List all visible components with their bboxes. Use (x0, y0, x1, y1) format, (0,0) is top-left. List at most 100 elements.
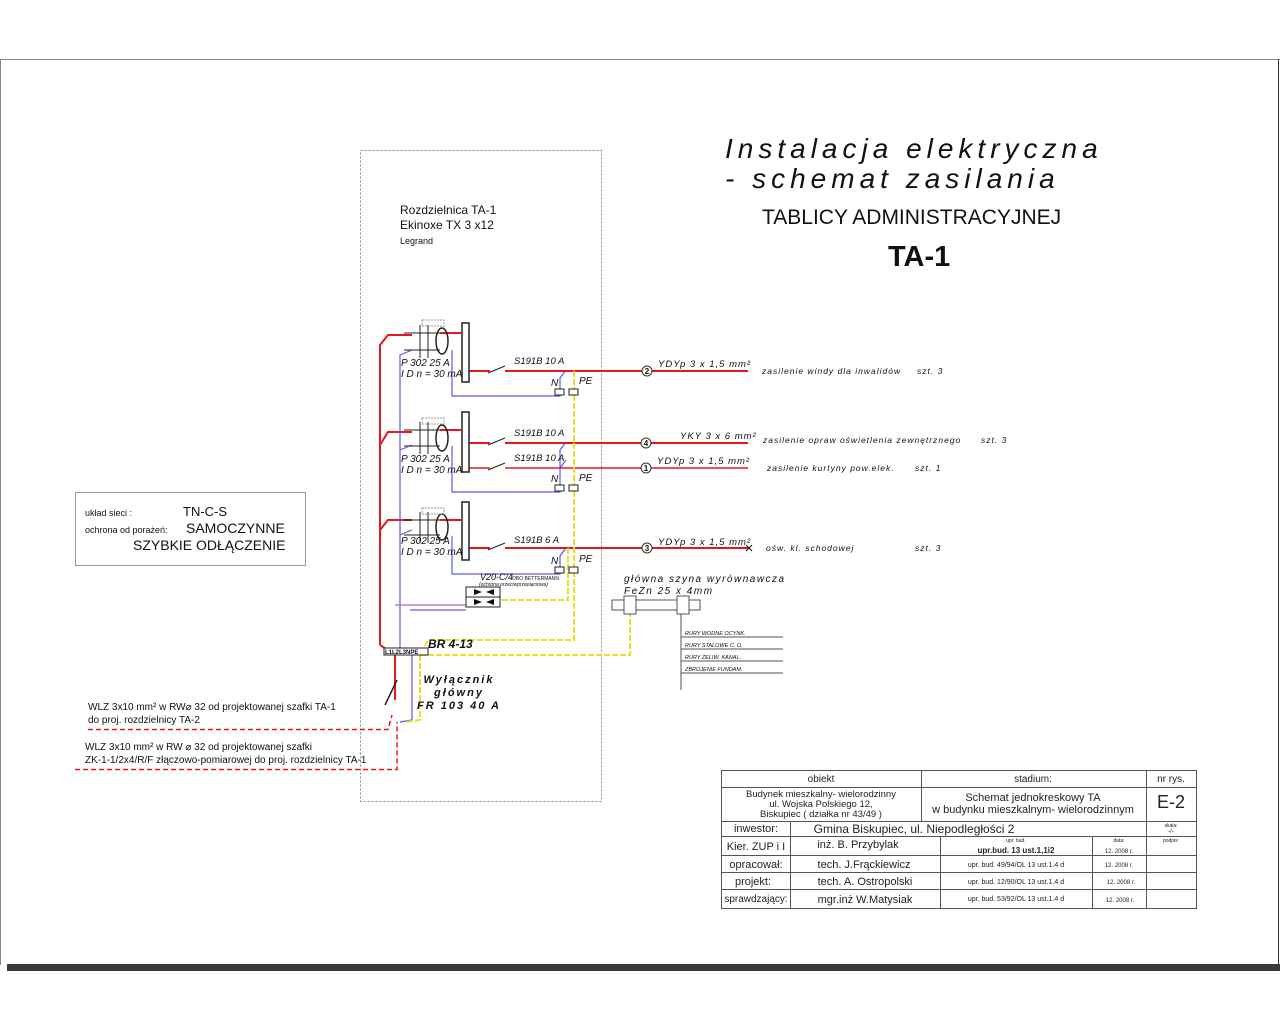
tb-upr-header: upr. bud. (1006, 838, 1025, 844)
tb-stadium-2: w budynku mieszkalnym- wielorodzinnym (931, 804, 1134, 816)
circuit-qty: szt. 3 (917, 366, 943, 376)
tb-stadium-1: Schemat jednokreskowy TA (965, 792, 1101, 804)
n-label: N (551, 378, 559, 389)
title-line-1: Instalacja elektryczna (725, 133, 1103, 164)
equipotential-item: RURY STALOWE C. O. (685, 643, 743, 649)
circuit-number: 4 (644, 439, 649, 448)
rcd-3-idn: I D n = 30 mA (401, 547, 463, 558)
equipotential-item: RURY WODNE OCYNK. (685, 631, 746, 637)
tb-inwestor-label: inwestor: (734, 823, 778, 835)
circuit-description: ośw. kl. schodowej (766, 543, 855, 553)
protection-value-1: SAMOCZYNNE (186, 520, 285, 536)
terminal-block (383, 647, 429, 656)
equipotential-bar (611, 595, 783, 690)
system-label: układ sieci : (85, 508, 132, 518)
circuit-description: zasilenie kurtyny pow.elek. (766, 463, 895, 473)
sheet-frame (0, 59, 1280, 971)
busbar-1 (461, 322, 470, 383)
tb-drawing-number: E-2 (1157, 792, 1185, 812)
tb-obiekt-2: ul. Wojska Polskiego 12, (769, 799, 872, 810)
surge-note: (ochrona przeciwprzepięciowa) (479, 582, 548, 588)
tb-obiekt-header: obiekt (808, 774, 835, 785)
pe-label: PE (579, 376, 593, 387)
system-value: TN-C-S (183, 504, 227, 519)
pe-label: PE (579, 554, 593, 565)
rcd-2-type: P 302 25 A (401, 454, 450, 465)
breaker-label: S191B 10 A (514, 356, 564, 367)
main-switch-label-1: Wyłącznik (424, 674, 495, 686)
tb-obiekt-3: Biskupiec ( działka nr 43/49 ) (760, 809, 882, 820)
circuit-number: 2 (645, 367, 650, 376)
n-label: N (551, 474, 559, 485)
rcd-1-type: P 302 25 A (401, 358, 450, 369)
cable-label: YDYp 3 x 1,5 mm² (658, 537, 751, 548)
feed-2-line-2: ZK-1-1/2x4/R/F złączowo-pomiarowej do pr… (85, 755, 367, 766)
tb-license: upr.bud. 13 ust.1,1i2 (978, 846, 1055, 855)
tb-license: upr. bud. 12/90/OL 13 ust.1.4 d (968, 879, 1064, 886)
busbar-2 (461, 411, 470, 473)
tb-role: projekt: (735, 876, 771, 888)
tb-role: sprawdzający: (724, 894, 787, 905)
tb-inwestor: Gmina Biskupiec, ul. Niepodległości 2 (814, 822, 1015, 836)
tb-role: Kier. ZUP i I (727, 841, 785, 853)
tb-date: 12. 2008 r. (1105, 849, 1134, 855)
cable-label: YDYp 3 x 1,5 mm² (657, 456, 750, 467)
equipotential-title: główna szyna wyrównawcza (624, 574, 786, 585)
tb-nr-header: nr rys. (1157, 774, 1185, 785)
network-info-box: układ sieci : TN-C-S ochrona od porażeń:… (75, 492, 306, 566)
n-label: N (551, 556, 559, 567)
feed-1-line-2: do proj. rozdzielnicy TA-2 (88, 715, 200, 726)
terminal-label: L1L2L3NPE (385, 650, 418, 656)
drawing-title: Instalacja elektryczna - schemat zasilan… (725, 133, 1103, 273)
tb-person: tech. A. Ostropolski (818, 876, 913, 888)
tb-person: tech. J.Frąckiewicz (818, 859, 911, 871)
protection-value-2: SZYBKIE ODŁĄCZENIE (133, 537, 285, 553)
rcd-1-idn: I D n = 30 mA (401, 369, 463, 380)
mcb-switches (487, 365, 506, 551)
protection-label: ochrona od porażeń: (85, 525, 168, 535)
tb-role: opracował: (729, 859, 782, 871)
rcd-2-idn: I D n = 30 mA (401, 465, 463, 476)
wiring (75, 332, 748, 771)
circuit-labels: P 302 25 A I D n = 30 mA P 302 25 A I D … (85, 356, 1007, 766)
lamp-end-icon (745, 544, 753, 552)
surge-name: V20-C/4 (480, 572, 513, 582)
circuit-number: 3 (645, 544, 650, 553)
board-model: Ekinoxe TX 3 x12 (400, 218, 494, 232)
main-switch-symbol (384, 679, 398, 706)
board-maker: Legrand (400, 236, 433, 246)
circuit-qty: szt. 3 (981, 435, 1007, 445)
breaker-label: S191B 10 A (514, 428, 564, 439)
tb-sign-header: podpis: (1163, 838, 1179, 844)
tb-date-header: data: (1113, 838, 1124, 844)
circuit-description: zasilenie windy dla inwalidów (761, 366, 901, 376)
tb-stadium-header: stadium: (1014, 774, 1052, 785)
busbar-3 (461, 501, 470, 561)
circuit-qty: szt. 1 (915, 463, 941, 473)
tb-license: upr. bud. 49/94/OL 13 ust.1.4 d (968, 862, 1064, 869)
board-outline (360, 150, 602, 802)
rcd-3 (404, 507, 449, 543)
circuit-qty: szt. 3 (915, 543, 941, 553)
tb-obiekt-1: Budynek mieszkalny- wielorodzinny (746, 789, 896, 800)
tb-date: 12. 2008 r. (1107, 880, 1136, 886)
title-block: obiekt stadium: nr rys. Budynek mieszkal… (721, 770, 1197, 909)
tb-date: 12. 2008 r. (1105, 863, 1134, 869)
br-label: BR 4-13 (428, 637, 473, 651)
devices (383, 319, 783, 706)
tb-scale: -/- (1168, 829, 1174, 835)
rcd-2 (404, 417, 449, 454)
breaker-label: S191B 10 A (514, 453, 564, 464)
surge-maker: OBO BETTERMANN (512, 576, 559, 582)
main-switch-label-2: główny (433, 687, 484, 699)
breaker-label: S191B 6 A (514, 535, 559, 546)
surge-arrester (465, 586, 501, 608)
n-pe-terminals (554, 388, 579, 574)
main-switch-label-3: FR 103 40 A (417, 700, 501, 712)
circuit-number: 1 (644, 464, 649, 473)
tb-date: 12. 2008 r. (1106, 898, 1135, 904)
title-line-2: - schemat zasilania (725, 163, 1060, 194)
circuit-description: zasilenie opraw oświetlenia zewnętrznego (762, 435, 961, 445)
circuit-number-circles (640, 365, 653, 554)
